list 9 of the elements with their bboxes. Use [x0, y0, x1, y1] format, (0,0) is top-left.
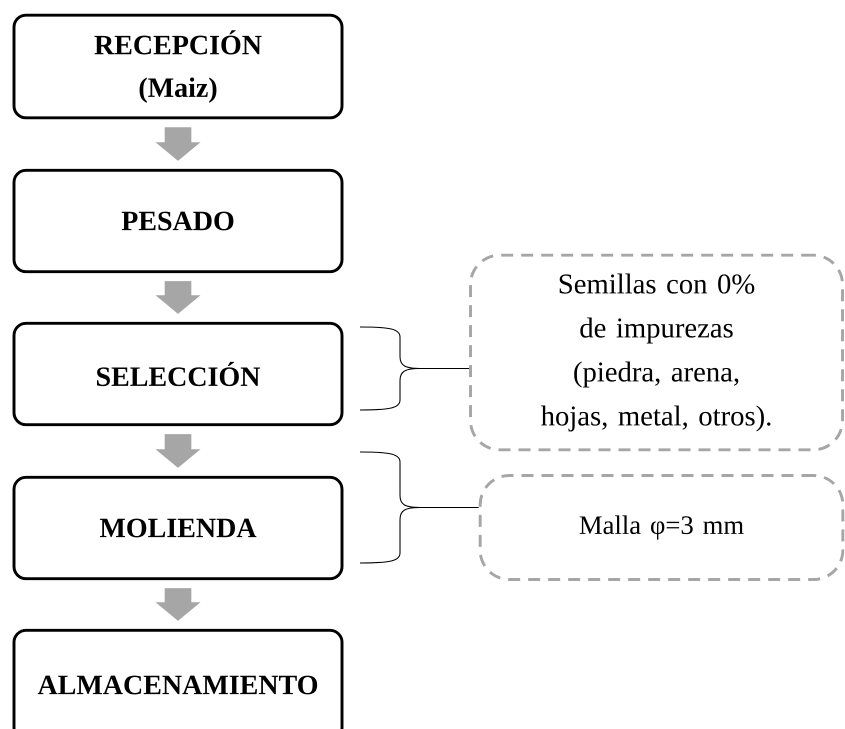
process-box: PESADO	[12, 168, 344, 274]
process-box: MOLIENDA	[12, 476, 344, 580]
curly-brace	[359, 326, 470, 411]
process-box: SELECCIÓN	[12, 322, 344, 426]
process-box: ALMACENAMIENTO	[12, 628, 344, 729]
note-box: Semillas con 0% de impurezas (piedra, arena, hojas, metal, otros).	[469, 254, 844, 452]
process-box: RECEPCIÓN (Maiz)	[12, 14, 344, 120]
curly-brace	[359, 451, 480, 564]
note-box: Malla φ=3 mm	[478, 474, 844, 581]
